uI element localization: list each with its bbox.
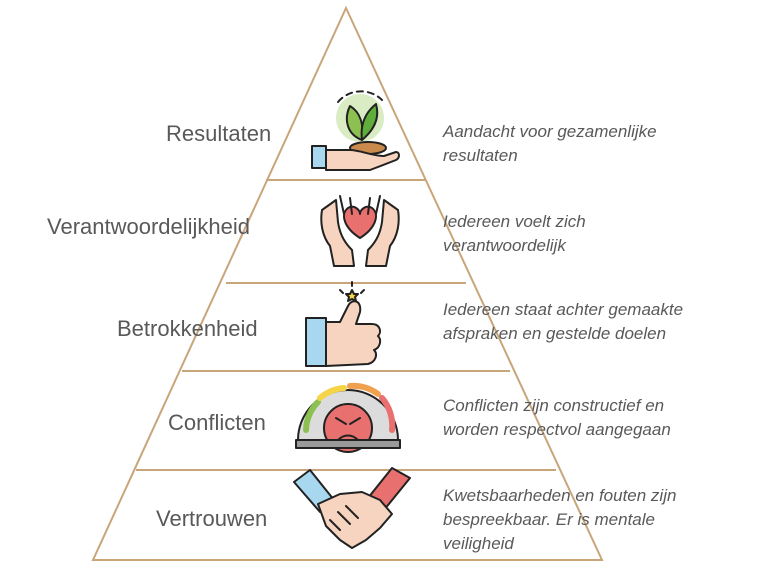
level-label-betrokkenheid: Betrokkenheid — [117, 316, 258, 341]
level-label-vertrouwen: Vertrouwen — [156, 506, 268, 531]
level-label-resultaten: Resultaten — [166, 121, 272, 146]
heart-in-hands-icon — [320, 195, 400, 267]
level-description-conflicten: Conflicten zijn constructief en worden r… — [443, 396, 671, 439]
thumbs-up-icon — [305, 281, 382, 367]
level-description-verantwoordelijkheid: Iedereen voelt zich verantwoordelijk — [443, 212, 586, 255]
level-description-resultaten: Aandacht voor gezamenlijke resultaten — [443, 122, 657, 165]
level-description-vertrouwen: Kwetsbaarheden en fouten zijn bespreekba… — [443, 486, 677, 553]
level-description-betrokkenheid: Iedereen staat achter gemaakte afspraken… — [443, 300, 684, 343]
plant-in-hand-icon — [311, 90, 400, 171]
level-label-conflicten: Conflicten — [168, 410, 266, 435]
level-label-verantwoordelijkheid: Verantwoordelijkheid — [47, 214, 251, 239]
angry-gauge-icon — [295, 382, 401, 453]
handshake-icon — [293, 467, 411, 549]
